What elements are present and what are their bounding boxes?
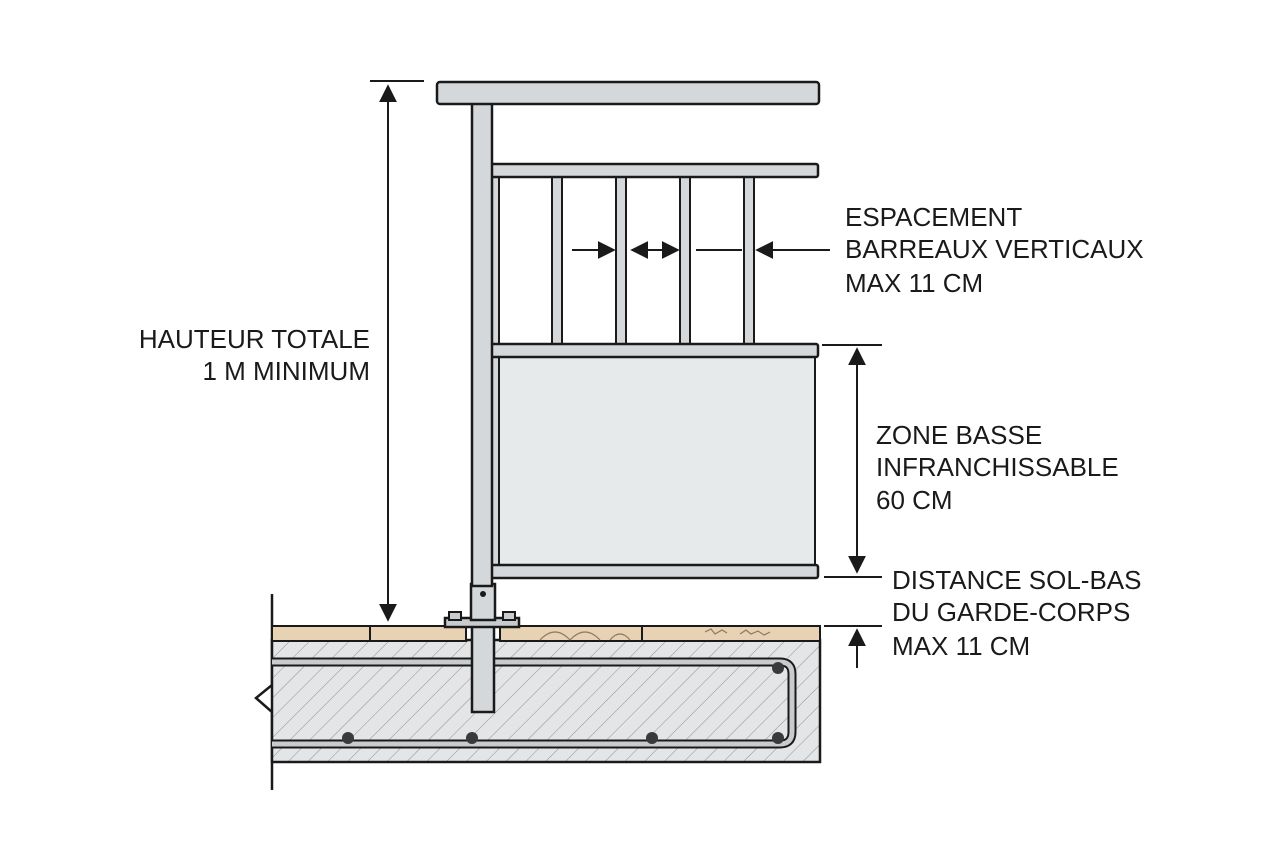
baluster <box>615 175 627 347</box>
spacing-label-line1: ESPACEMENT <box>845 202 1022 232</box>
height-label-line1: HAUTEUR TOTALE <box>139 324 370 354</box>
vertical-balusters <box>551 175 755 347</box>
handrail <box>435 80 821 106</box>
bolt-left <box>448 611 462 621</box>
gap-label-line1: DISTANCE SOL-BAS <box>892 565 1141 595</box>
height-label-line2: 1 M MINIMUM <box>202 356 370 386</box>
bolt-right <box>502 611 516 621</box>
post-anchor <box>443 582 521 714</box>
zone-label-line3: 60 CM <box>876 485 953 515</box>
gap-dimension <box>824 625 882 668</box>
main-post <box>470 100 494 588</box>
lower-zone-dimension <box>822 344 882 578</box>
baluster <box>679 175 691 347</box>
lower-infill-panel <box>494 355 816 567</box>
post-sleeve <box>469 582 497 622</box>
baluster <box>743 175 755 347</box>
upper-rail <box>488 162 820 179</box>
zone-label-line1: ZONE BASSE <box>876 420 1042 450</box>
guardrail <box>435 80 821 588</box>
middle-rail <box>488 342 820 359</box>
floor-tiles <box>271 625 821 642</box>
zone-label-line2: INFRANCHISSABLE <box>876 452 1119 482</box>
bottom-rail <box>488 563 820 580</box>
gap-label-line2: DU GARDE-CORPS <box>892 597 1130 627</box>
anchor-rod <box>470 618 496 714</box>
gap-label-line3: MAX 11 CM <box>892 631 1030 661</box>
spacing-label-line3: MAX 11 CM <box>845 268 983 298</box>
baluster <box>551 175 563 347</box>
floor-slab <box>254 594 822 790</box>
height-dimension <box>370 80 424 622</box>
slab-break-line <box>254 594 274 790</box>
spacing-label-line2: BARREAUX VERTICAUX <box>845 234 1144 264</box>
